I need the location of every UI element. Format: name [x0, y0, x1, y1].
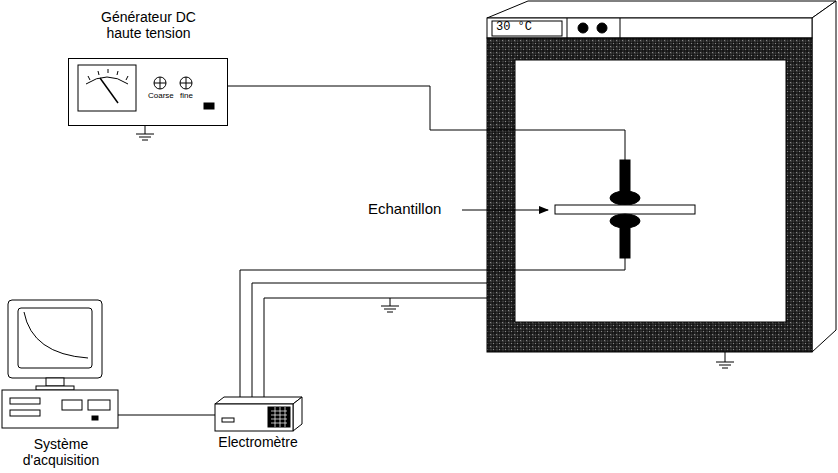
- sample-cell: [487, 130, 695, 270]
- wire: [118, 415, 215, 416]
- knob-label: Coarse: [148, 91, 174, 100]
- generator-details: [78, 65, 214, 140]
- electrometer-box: Electromètre: [212, 395, 304, 455]
- oven-body: [487, 1, 836, 368]
- generator-box: Générateur DC haute tensionCoarsefine: [68, 58, 228, 126]
- knob-label: fine: [180, 91, 193, 100]
- computer: [2, 300, 118, 428]
- device-label: Electromètre: [206, 434, 310, 450]
- wire: [228, 86, 487, 130]
- device-label: Système d'acquisition: [0, 436, 122, 468]
- oven-box: 30 °C: [487, 18, 812, 352]
- part-label: Echantillon: [368, 200, 441, 218]
- shield-wires: [252, 283, 487, 398]
- temperature-display: 30 °C: [496, 20, 532, 34]
- computer-box: Système d'acquisition: [0, 296, 122, 470]
- wire: [240, 270, 487, 397]
- sample-pointer: [462, 210, 548, 211]
- device-title: Générateur DC haute tension: [86, 9, 211, 41]
- electrometer-device: [215, 397, 302, 431]
